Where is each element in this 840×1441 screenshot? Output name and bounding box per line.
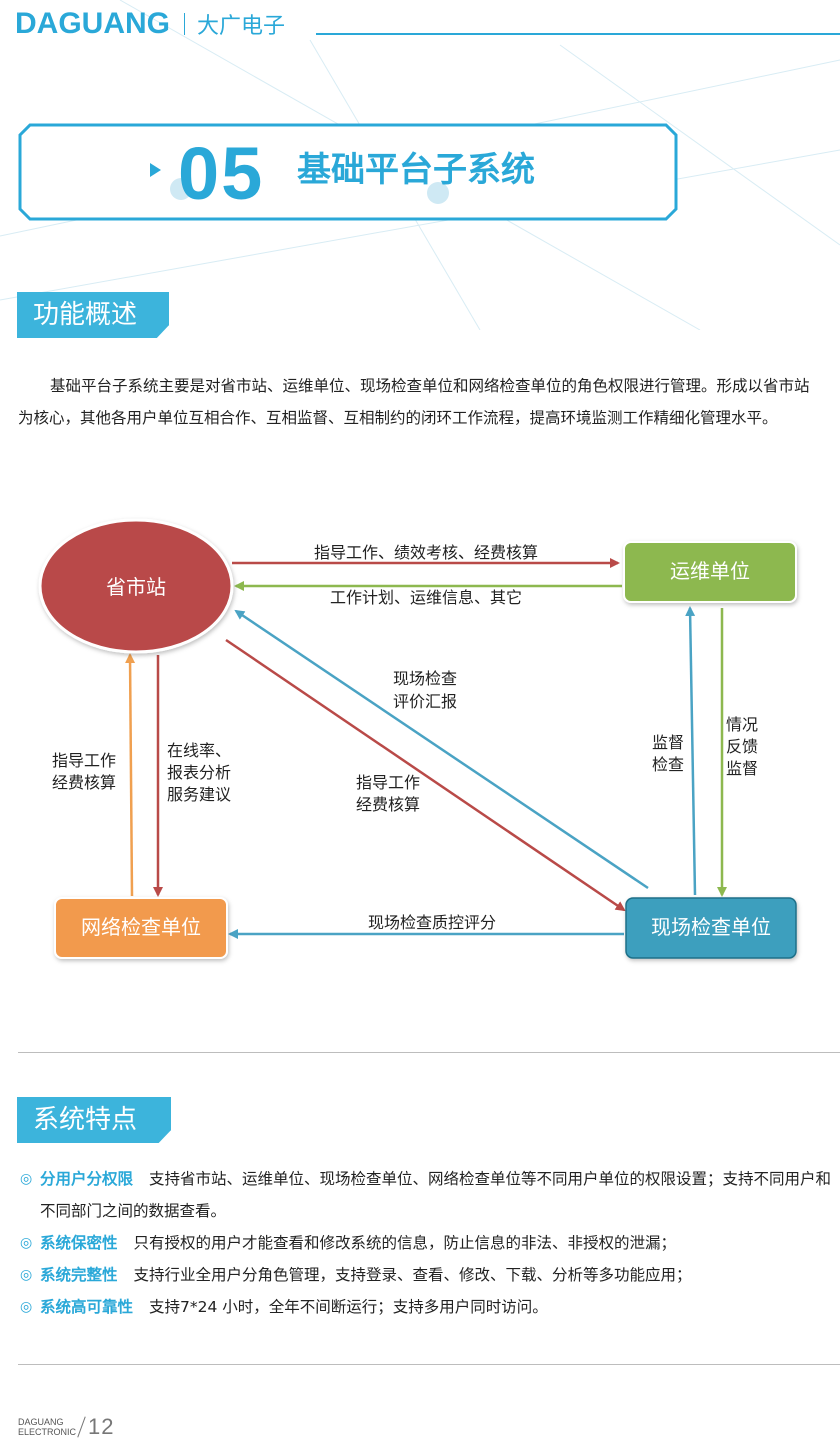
workflow-diagram: 省市站 运维单位 网络检查单位 现场检查单位 指导工作、绩效考核、经费核算 工作… [38, 518, 797, 959]
feature-item: ◎ 系统保密性只有授权的用户才能查看和修改系统的信息，防止信息的非法、非授权的泄… [20, 1227, 832, 1259]
label-feedback-3: 监督 [726, 759, 758, 778]
node-province-label: 省市站 [106, 575, 166, 599]
node-network-shape [54, 897, 228, 959]
label-prov-to-net-2: 报表分析 [167, 763, 231, 782]
feature-item: ◎ 系统完整性支持行业全用户分角色管理，支持登录、查看、修改、下载、分析等多功能… [20, 1259, 832, 1291]
label-prov-to-net-1: 在线率、 [167, 741, 231, 760]
bullet-icon: ◎ [20, 1171, 33, 1187]
page-footer: DAGUANG ELECTRONIC 12 [18, 1414, 115, 1440]
label-supervise-1: 监督 [652, 733, 684, 752]
footer-divider [77, 1416, 86, 1438]
features-list: ◎ 分用户分权限支持省市站、运维单位、现场检查单位、网络检查单位等不同用户单位的… [20, 1163, 832, 1323]
label-prov-to-onsite-1: 指导工作 [356, 773, 420, 792]
node-maintenance-label: 运维单位 [670, 559, 750, 583]
page-number: 12 [88, 1414, 115, 1439]
feature-name: 分用户分权限 [40, 1170, 134, 1188]
feature-item: ◎ 系统高可靠性支持7*24 小时，全年不间断运行；支持多用户同时访问。 [20, 1291, 832, 1323]
label-net-to-prov-2: 经费核算 [52, 773, 116, 792]
bullet-icon: ◎ [20, 1299, 33, 1315]
brand-divider [184, 13, 185, 35]
feature-name: 系统保密性 [40, 1234, 118, 1252]
bullet-icon: ◎ [20, 1235, 33, 1251]
node-network-label: 网络检查单位 [81, 915, 201, 939]
node-maintenance-shape [623, 541, 797, 603]
divider-bottom [18, 1364, 840, 1365]
label-onsite-to-net: 现场检查质控评分 [368, 913, 496, 932]
overview-paragraph: 基础平台子系统主要是对省市站、运维单位、现场检查单位和网络检查单位的角色权限进行… [18, 377, 810, 427]
feature-text: 只有授权的用户才能查看和修改系统的信息，防止信息的非法、非授权的泄漏； [133, 1234, 677, 1252]
header-brand: DAGUANG 大广电子 [15, 6, 285, 42]
footer-brand: DAGUANG ELECTRONIC [18, 1417, 76, 1437]
feature-item: ◎ 分用户分权限支持省市站、运维单位、现场检查单位、网络检查单位等不同用户单位的… [20, 1163, 832, 1227]
overview-heading: 功能概述 [17, 292, 169, 338]
label-prov-to-maint: 指导工作、绩效考核、经费核算 [314, 543, 538, 562]
header-rule [316, 33, 840, 35]
node-onsite-shape [625, 897, 797, 959]
arrow-onsite-to-province [234, 609, 649, 890]
brand-name-cn: 大广电子 [197, 14, 286, 39]
feature-text: 支持省市站、运维单位、现场检查单位、网络检查单位等不同用户单位的权限设置；支持不… [40, 1170, 832, 1220]
label-maint-to-prov: 工作计划、运维信息、其它 [330, 588, 522, 607]
arrow-province-to-onsite [225, 638, 626, 912]
label-feedback-2: 反馈 [726, 737, 758, 756]
chapter-banner-frame [18, 123, 678, 221]
features-heading: 系统特点 [17, 1097, 171, 1143]
feature-name: 系统高可靠性 [40, 1298, 134, 1316]
chapter-title: 基础平台子系统 [297, 150, 535, 190]
bullet-icon: ◎ [20, 1267, 33, 1283]
arrow-network-to-province [125, 653, 136, 897]
label-supervise-2: 检查 [652, 755, 684, 774]
node-province-shape [38, 518, 234, 654]
label-prov-to-onsite-2: 经费核算 [356, 795, 420, 814]
label-onsite-report-1: 现场检查 [393, 669, 457, 688]
label-net-to-prov-1: 指导工作 [52, 751, 116, 770]
chapter-arrow-icon [150, 163, 161, 177]
footer-brand-line2: ELECTRONIC [18, 1427, 77, 1437]
feature-text: 支持行业全用户分角色管理，支持登录、查看、修改、下载、分析等多功能应用； [133, 1266, 692, 1284]
arrow-onsite-to-maintenance [685, 606, 697, 896]
label-feedback-1: 情况 [726, 715, 758, 734]
divider-top [18, 1052, 840, 1053]
feature-text: 支持7*24 小时，全年不间断运行；支持多用户同时访问。 [149, 1298, 548, 1316]
label-onsite-report-2: 评价汇报 [393, 692, 457, 711]
node-onsite-label: 现场检查单位 [651, 915, 771, 939]
footer-brand-line1: DAGUANG [18, 1417, 64, 1427]
label-prov-to-net-3: 服务建议 [167, 785, 231, 804]
chapter-number: 05 [178, 132, 265, 215]
brand-logo: DAGUANG [15, 7, 170, 40]
feature-name: 系统完整性 [40, 1266, 118, 1284]
